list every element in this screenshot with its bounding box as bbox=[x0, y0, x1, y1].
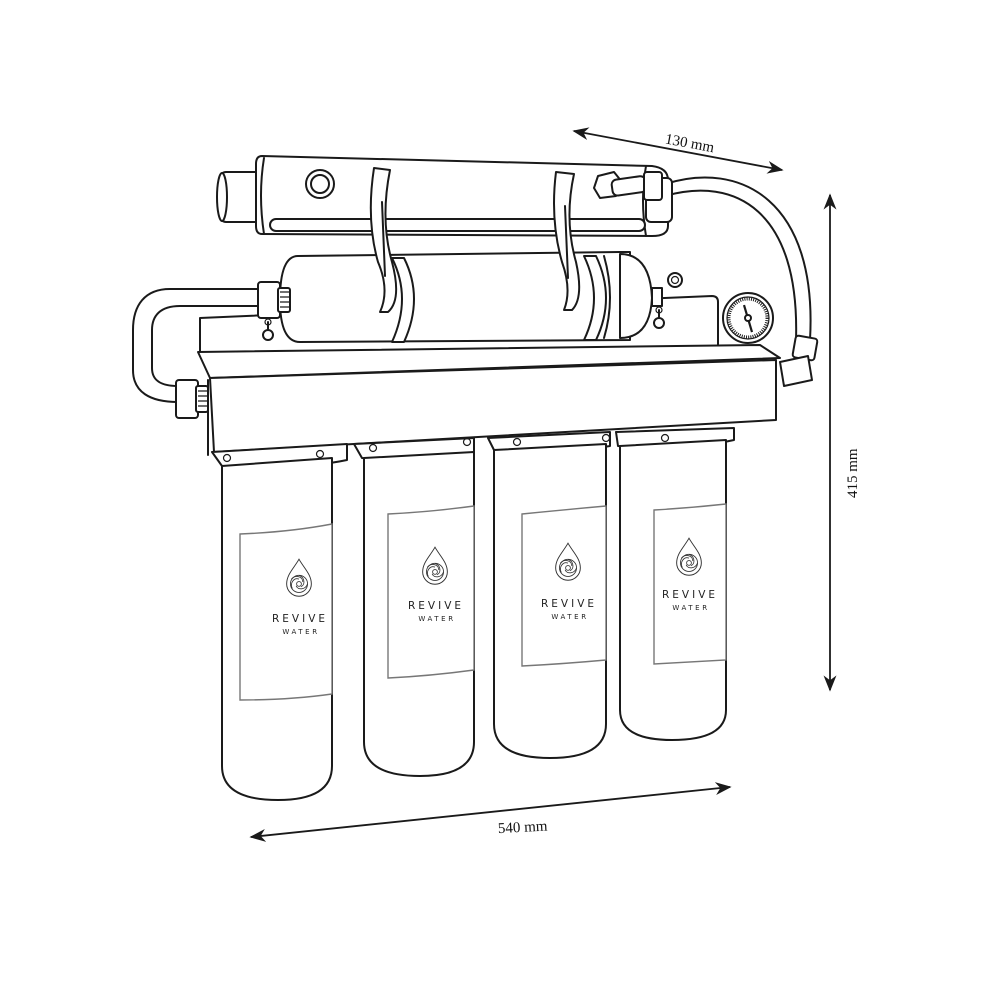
brand-name-4: REVIVE bbox=[662, 589, 718, 601]
bypass-pipe bbox=[132, 288, 263, 403]
filter-housing-2: REVIVE WATER bbox=[353, 437, 475, 777]
brand-sub-1: WATER bbox=[282, 628, 319, 636]
keyhole-right bbox=[653, 306, 665, 329]
dimension-width: 540 mm bbox=[249, 782, 732, 842]
brand-name-2: REVIVE bbox=[408, 600, 464, 612]
outlet-hose bbox=[664, 176, 819, 387]
brand-name-1: REVIVE bbox=[272, 613, 328, 625]
dimension-height: 415 mm bbox=[823, 193, 861, 692]
filter-housing-1: REVIVE WATER bbox=[211, 443, 348, 801]
bracket-clip-right bbox=[553, 171, 581, 311]
width-label: 540 mm bbox=[498, 819, 549, 838]
membrane-housing bbox=[257, 251, 683, 343]
manifold bbox=[175, 344, 781, 456]
brand-sub-4: WATER bbox=[672, 604, 709, 612]
brand-name-3: REVIVE bbox=[541, 598, 597, 610]
bracket-clip-left bbox=[369, 167, 398, 313]
brand-sub-3: WATER bbox=[551, 613, 588, 621]
uv-chamber bbox=[216, 155, 673, 237]
filter-housing-3: REVIVE WATER bbox=[487, 431, 611, 759]
filter-housing-4: REVIVE WATER bbox=[615, 427, 735, 741]
height-label: 415 mm bbox=[845, 448, 861, 498]
pressure-gauge bbox=[722, 292, 774, 344]
brand-sub-2: WATER bbox=[418, 615, 455, 623]
